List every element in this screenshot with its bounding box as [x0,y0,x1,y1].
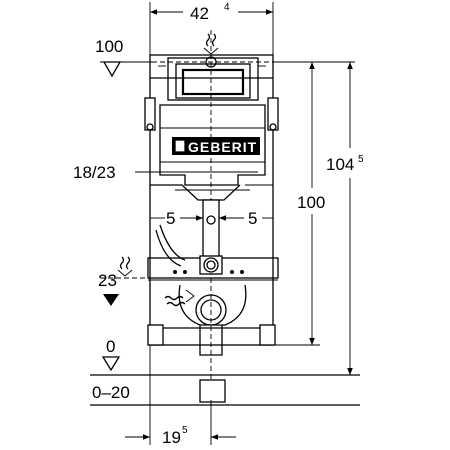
frame-feet [147,324,276,346]
offset-dimensions: 5 5 [150,209,273,228]
height-dimensions: 100 104 5 [273,61,364,375]
width-label: 42 [190,4,209,23]
opening-label: 18/23 [73,163,116,182]
floor-range-label: 0–20 [92,383,130,402]
width-dimension: 42 4 [149,2,274,58]
offset-right-label: 5 [248,209,257,228]
logo-text: GEBERIT [188,139,257,155]
height-total-label: 104 [326,155,354,174]
flush-pipe [202,199,220,261]
height-total-sup: 5 [358,154,364,165]
level-100-label: 100 [95,37,123,56]
level-23-label: 23 [98,271,117,290]
geberit-logo: GEBERIT [172,137,260,155]
offset-left-label: 5 [166,209,175,228]
level-23-marker: 23 [98,256,160,306]
bottom-dim-sup: 5 [182,425,188,436]
level-0-label: 0 [106,337,115,356]
bottom-dim-label: 19 [162,428,181,447]
installation-frame [144,54,279,346]
drain-outlet [164,284,247,356]
opening-dimension: 18/23 [73,163,273,201]
height-inner-label: 100 [297,193,325,212]
width-label-sup: 4 [224,2,230,13]
level-0-marker: 0 [90,337,360,376]
bottom-dimension: 19 5 [125,345,236,447]
floor-construction: 0–20 [90,379,360,406]
supply-connection [147,224,279,281]
